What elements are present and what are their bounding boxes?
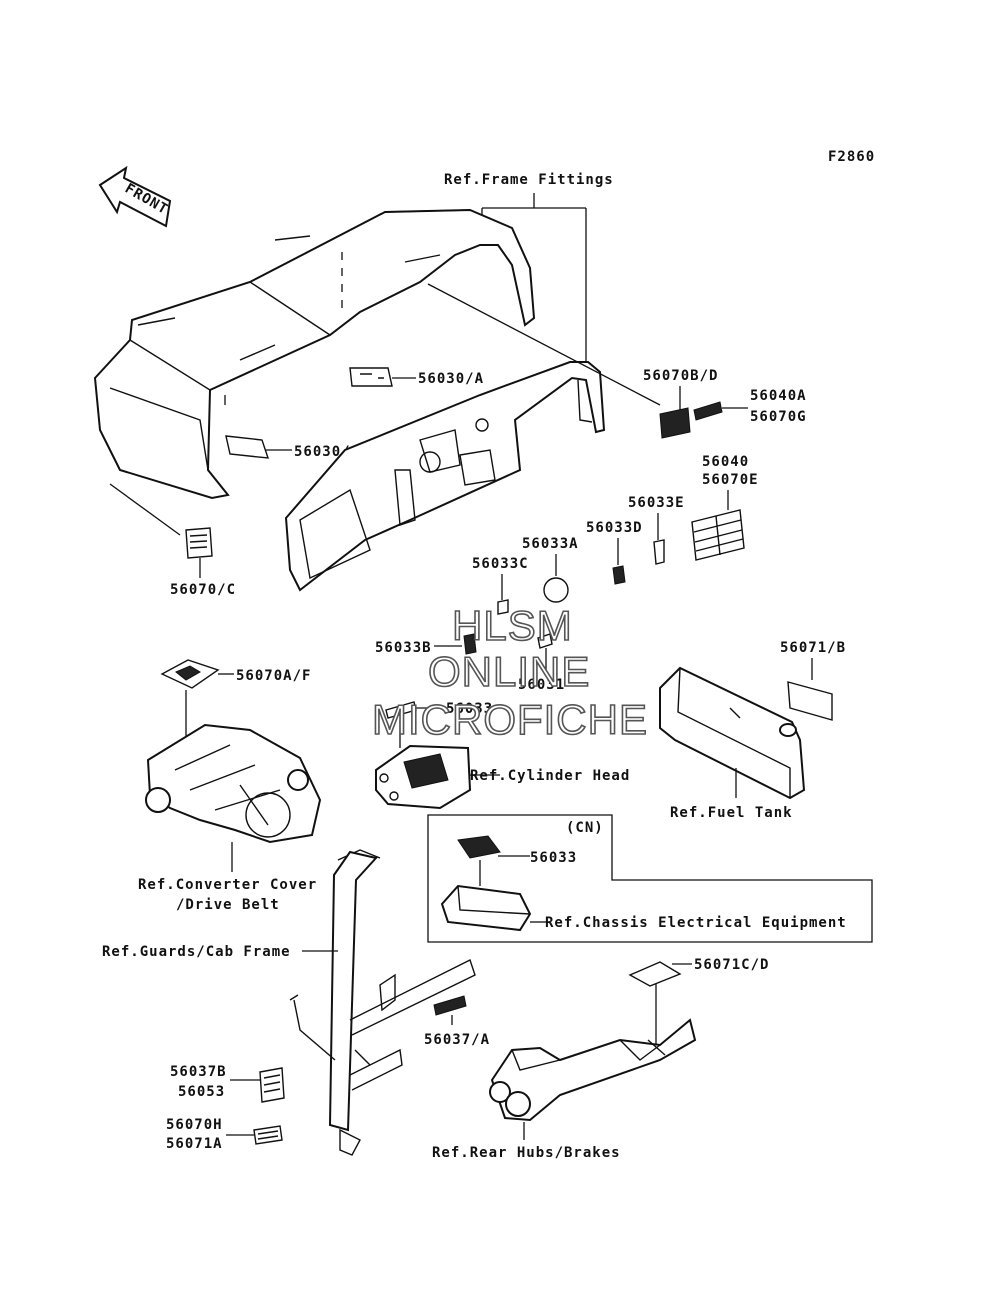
label-56070e: 56070E [702, 472, 759, 488]
label-56070c: 56070/C [170, 582, 236, 598]
label-56033a: 56033A [522, 536, 579, 552]
label-56033c: 56033C [472, 556, 529, 572]
label-56030a-top: 56030/A [418, 371, 484, 387]
frame-fitting-panel [284, 361, 606, 592]
watermark-line-2: ONLINE [428, 648, 590, 695]
label-ref-converter-1: Ref.Converter Cover [138, 877, 317, 893]
decal-56070c: 56070/C [170, 527, 236, 598]
label-ref-guards: Ref.Guards/Cab Frame [102, 944, 291, 960]
watermark-line-1: HLSM [452, 602, 573, 649]
label-56071b: 56071/B [780, 640, 846, 656]
decal-56070e [691, 509, 745, 561]
decal-56031 [537, 633, 553, 649]
label-cn: (CN) [566, 820, 604, 836]
leader-56070c-diag [109, 395, 226, 536]
watermark: HLSM ONLINE MICROFICHE [371, 601, 648, 744]
decal-56037a [433, 995, 467, 1016]
label-56071cd: 56071C/D [694, 957, 769, 973]
decal-56033c [497, 599, 509, 615]
decal-56033a [543, 577, 569, 603]
decal-56070af: 56070A/F [160, 659, 311, 740]
label-56070h: 56070H [166, 1117, 223, 1133]
decal-56033b [463, 633, 477, 655]
label-56070bd: 56070B/D [643, 368, 718, 384]
rear-hubs-brakes [489, 1018, 697, 1122]
label-ref-chassis: Ref.Chassis Electrical Equipment [545, 915, 847, 931]
watermark-line-3: MICROFICHE [372, 696, 648, 743]
label-56037a: 56037/A [424, 1032, 490, 1048]
label-56033b: 56033B [375, 640, 432, 656]
decal-56030a-top: 56030/A [349, 367, 484, 387]
cylinder-head [375, 744, 472, 810]
decal-56033e [653, 539, 665, 565]
ref-frame-fittings-label: Ref.Frame Fittings [444, 172, 614, 188]
label-56071a: 56071A [166, 1136, 223, 1152]
decal-56033-cn [457, 835, 501, 859]
label-ref-cylinder-head: Ref.Cylinder Head [470, 768, 630, 784]
converter-cover [145, 723, 322, 844]
decal-56037b [259, 1067, 285, 1103]
label-ref-fuel-tank: Ref.Fuel Tank [670, 805, 793, 821]
label-56031: 56031 [518, 677, 565, 693]
label-56070g: 56070G [750, 409, 807, 425]
ref-frame-fittings-leader [481, 193, 587, 365]
label-56040: 56040 [702, 454, 749, 470]
figure-code: F2860 [828, 149, 875, 165]
decal-56040a [693, 401, 723, 421]
label-56037b: 56037B [170, 1064, 227, 1080]
decal-56070h [253, 1125, 283, 1145]
label-56040a: 56040A [750, 388, 807, 404]
label-56033e: 56033E [628, 495, 685, 511]
label-56033-cn: 56033 [530, 850, 577, 866]
label-ref-rear-hubs: Ref.Rear Hubs/Brakes [432, 1145, 621, 1161]
rear-body-panel [93, 208, 536, 500]
leader-frame-diag [427, 283, 661, 406]
fuel-tank [659, 666, 806, 800]
front-arrow-icon: FRONT [98, 165, 172, 228]
label-56053: 56053 [178, 1084, 225, 1100]
guards-cab-frame [289, 849, 476, 1156]
label-ref-converter-2: /Drive Belt [176, 897, 280, 913]
cn-box [427, 814, 873, 943]
decal-56033-head [385, 701, 417, 719]
label-56070af: 56070A/F [236, 668, 311, 684]
decal-56071b [787, 681, 833, 721]
label-56033d: 56033D [586, 520, 643, 536]
decal-56071cd [628, 961, 682, 987]
decal-56070bd [659, 407, 691, 439]
decal-56033d [612, 565, 626, 585]
label-56033-head: 56033 [446, 701, 493, 717]
chassis-electrical-box [440, 884, 532, 932]
